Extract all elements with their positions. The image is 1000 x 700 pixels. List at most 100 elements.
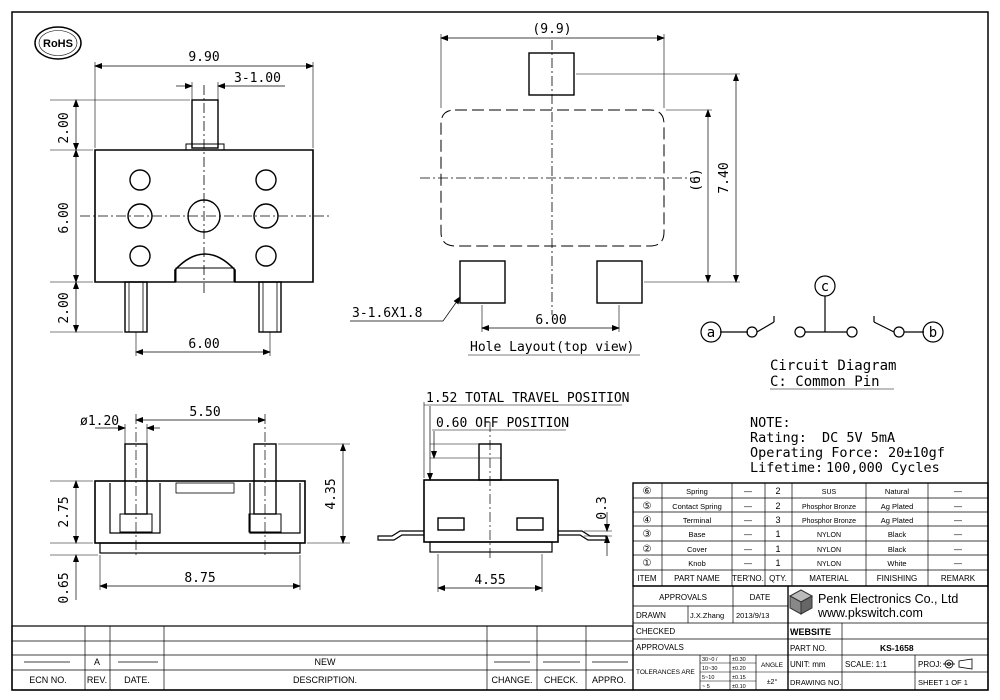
- svg-text:Operating Force:: Operating Force:: [750, 445, 880, 461]
- svg-text:C: Common Pin: C: Common Pin: [770, 374, 880, 390]
- svg-text:PART NO.: PART NO.: [790, 644, 827, 653]
- svg-text:MATERIAL: MATERIAL: [809, 574, 849, 583]
- svg-text:0.60 OFF POSITION: 0.60 OFF POSITION: [436, 416, 569, 431]
- bom-table: [632, 482, 989, 587]
- bom-cell-item: ⑤: [643, 501, 652, 512]
- bom-cell-finish: White: [887, 559, 906, 568]
- side-view: [50, 414, 350, 600]
- svg-text:ANGLE: ANGLE: [761, 662, 784, 669]
- svg-text:NEW: NEW: [315, 657, 337, 667]
- svg-text:6.00: 6.00: [188, 337, 219, 352]
- svg-text:2.00: 2.00: [57, 292, 72, 323]
- bom-cell-qty: 1: [775, 529, 780, 539]
- travel-view-labels: 1.52 TOTAL TRAVEL POSITION 0.60 OFF POSI…: [426, 391, 630, 588]
- bom-cell-remark: —: [954, 530, 962, 539]
- svg-text:TOLERANCES ARE: TOLERANCES ARE: [636, 669, 695, 676]
- svg-text:±0.15: ±0.15: [732, 675, 746, 681]
- svg-text:ECN NO.: ECN NO.: [29, 675, 67, 685]
- svg-text:(6): (6): [689, 168, 704, 191]
- side-view-labels: ø1.20 5.50 2.75 0.65 4.35 8.75: [57, 405, 339, 604]
- bom-cell-item: ④: [643, 515, 652, 526]
- bom-cell-remark: —: [954, 487, 962, 496]
- svg-text:WEBSITE: WEBSITE: [790, 627, 831, 637]
- svg-text:RoHS: RoHS: [43, 38, 73, 50]
- bom-cell-remark: —: [954, 516, 962, 525]
- svg-text:DRAWING NO.: DRAWING NO.: [790, 678, 841, 687]
- bom-cell-finish: Ag Plated: [881, 516, 914, 525]
- bom-cell-remark: —: [954, 559, 962, 568]
- bom-cell-ter: —: [744, 559, 752, 568]
- bom-cell-item: ②: [643, 544, 652, 555]
- bom-cell-name: Terminal: [683, 516, 712, 525]
- bom-cell-ter: —: [744, 530, 752, 539]
- bom-cell-name: Spring: [686, 487, 708, 496]
- svg-text:~ 5: ~ 5: [702, 684, 710, 690]
- bom-cell-finish: Natural: [885, 487, 910, 496]
- projection-icon: [943, 658, 973, 670]
- svg-text:4.35: 4.35: [324, 478, 339, 509]
- svg-text:6.00: 6.00: [57, 202, 72, 233]
- bom-cell-material: Phosphor Bronze: [802, 504, 856, 511]
- svg-text:PART NAME: PART NAME: [674, 574, 720, 583]
- svg-text:20±10gf: 20±10gf: [888, 445, 945, 461]
- svg-text:±0.30: ±0.30: [732, 657, 746, 663]
- bom-cell-finish: Black: [888, 545, 907, 554]
- bom-cell-remark: —: [954, 545, 962, 554]
- svg-text:c: c: [821, 279, 829, 295]
- hole-layout-labels: (9.9) (6) 7.40 3-1.6X1.8 6.00 Hole Layou…: [352, 22, 732, 356]
- bom-cell-material: NYLON: [817, 532, 841, 539]
- svg-text:(9.9): (9.9): [532, 22, 571, 37]
- bom-cell-ter: —: [744, 516, 752, 525]
- bom-cell-qty: 3: [775, 515, 780, 525]
- svg-text:4.55: 4.55: [474, 573, 505, 588]
- svg-text:3-1.00: 3-1.00: [234, 71, 281, 86]
- svg-text:6.00: 6.00: [535, 313, 566, 328]
- svg-text:TER'NO.: TER'NO.: [732, 574, 764, 583]
- bom-cell-material: Phosphor Bronze: [802, 518, 856, 525]
- bom-cell-name: Cover: [687, 545, 708, 554]
- bom-cell-item: ⑥: [643, 486, 652, 497]
- svg-text:CHANGE.: CHANGE.: [491, 675, 532, 685]
- approvals-labels: APPROVALS DATE DRAWN J.X.Zhang 2013/9/13…: [636, 593, 784, 690]
- svg-text:8.75: 8.75: [184, 571, 215, 586]
- bom-header-row: ITEM PART NAME TER'NO. QTY. MATERIAL FIN…: [637, 574, 975, 583]
- svg-text:±0.10: ±0.10: [732, 684, 746, 690]
- bom-cell-name: Base: [688, 530, 705, 539]
- svg-text:Circuit Diagram: Circuit Diagram: [770, 358, 896, 374]
- svg-text:CHECK.: CHECK.: [544, 675, 578, 685]
- svg-text:www.pkswitch.com: www.pkswitch.com: [817, 606, 923, 620]
- bom-cell-material: NYLON: [817, 561, 841, 568]
- svg-text:J.X.Zhang: J.X.Zhang: [690, 611, 724, 620]
- svg-text:1.52 TOTAL TRAVEL POSITION: 1.52 TOTAL TRAVEL POSITION: [426, 391, 630, 406]
- hole-layout-view: [350, 34, 740, 332]
- bom-cell-material: NYLON: [817, 547, 841, 554]
- company-logo-icon: [788, 589, 814, 615]
- svg-text:a: a: [707, 325, 715, 341]
- svg-text:FINISHING: FINISHING: [877, 574, 917, 583]
- svg-text:3-1.6X1.8: 3-1.6X1.8: [352, 306, 422, 321]
- svg-text:A: A: [94, 657, 100, 667]
- svg-text:±0.20: ±0.20: [732, 666, 746, 672]
- svg-text:0.65: 0.65: [57, 572, 72, 603]
- travel-view: [377, 402, 622, 592]
- bom-cell-qty: 2: [775, 501, 780, 511]
- svg-text:Lifetime:: Lifetime:: [750, 460, 823, 476]
- bom-cell-qty: 1: [775, 544, 780, 554]
- svg-text:DATE.: DATE.: [124, 675, 150, 685]
- svg-text:UNIT: mm: UNIT: mm: [790, 660, 826, 669]
- bom-cell-item: ①: [643, 558, 652, 569]
- svg-text:7.40: 7.40: [717, 162, 732, 193]
- svg-text:NOTE:: NOTE:: [750, 415, 791, 431]
- svg-text:SCALE: 1:1: SCALE: 1:1: [845, 660, 887, 669]
- svg-text:REMARK: REMARK: [941, 574, 976, 583]
- svg-text:5.50: 5.50: [189, 405, 220, 420]
- revision-labels: A NEW ECN NO. REV. DATE. DESCRIPTION. CH…: [29, 657, 626, 685]
- svg-text:CHECKED: CHECKED: [636, 627, 675, 636]
- svg-text:Hole Layout(top view): Hole Layout(top view): [470, 340, 634, 355]
- svg-text:DATE: DATE: [750, 593, 771, 602]
- bom-cell-ter: —: [744, 545, 752, 554]
- front-view-labels: 9.90 3-1.00 2.00 6.00 2.00 6.00: [57, 50, 281, 352]
- svg-text:b: b: [929, 325, 937, 341]
